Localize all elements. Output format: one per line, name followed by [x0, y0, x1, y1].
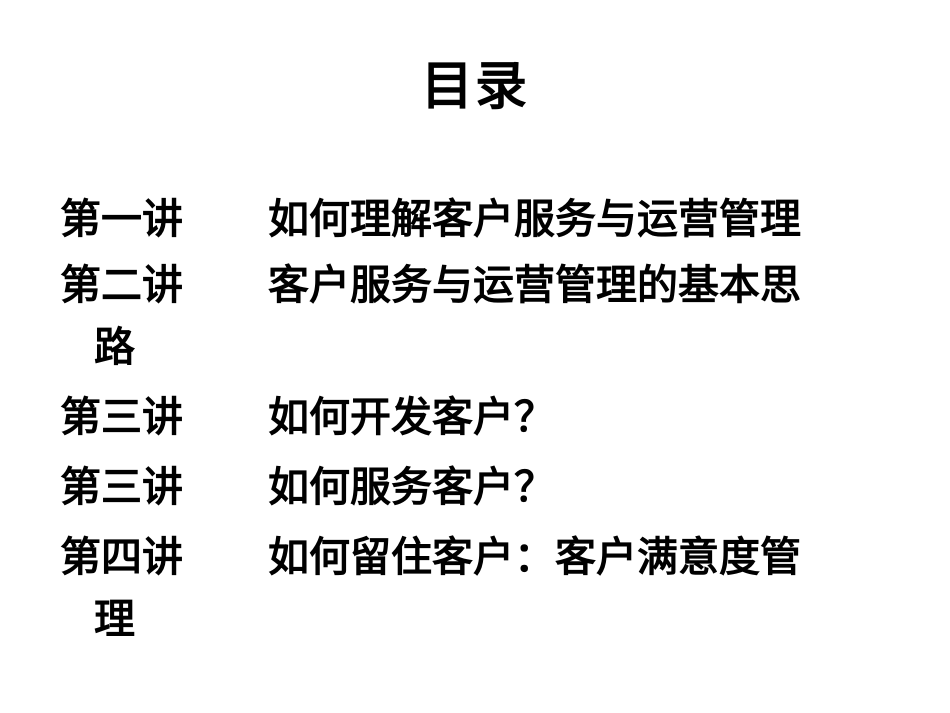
toc-item-3: 第三讲 如何开发客户？: [60, 386, 930, 448]
lecture-title: 如何服务客户？: [268, 463, 555, 511]
toc-item-line: 第二讲 客户服务与运营管理的基本思: [60, 254, 930, 316]
toc-item-line: 第一讲 如何理解客户服务与运营管理: [60, 188, 930, 250]
toc-item-2: 第二讲 客户服务与运营管理的基本思 路: [60, 254, 930, 378]
lecture-label: 第三讲: [60, 463, 183, 511]
toc-item-line: 第三讲 如何服务客户？: [60, 456, 930, 518]
lecture-title: 如何开发客户？: [268, 393, 555, 441]
lecture-title: 客户服务与运营管理的基本思: [268, 261, 801, 309]
lecture-title-continuation: 理: [94, 595, 135, 643]
lecture-label: 第一讲: [60, 195, 183, 243]
lecture-label: 第二讲: [60, 261, 183, 309]
lecture-title: 如何留住客户：客户满意度管: [268, 533, 801, 581]
toc-item-1: 第一讲 如何理解客户服务与运营管理: [60, 188, 930, 250]
toc-item-4: 第三讲 如何服务客户？: [60, 456, 930, 518]
toc-item-line: 第三讲 如何开发客户？: [60, 386, 930, 448]
lecture-title-continuation: 路: [94, 323, 135, 371]
page-title: 目录: [420, 57, 529, 117]
table-of-contents: 第一讲如何理解客户服务与运营管理 第二讲客户服务与运营管理的基本思 路 第三讲如…: [60, 188, 930, 650]
lecture-label: 第四讲: [60, 533, 183, 581]
lecture-title: 如何理解客户服务与运营管理: [268, 195, 801, 243]
toc-item-line: 第四讲 如何留住客户：客户满意度管: [60, 526, 930, 588]
toc-item-5: 第四讲 如何留住客户：客户满意度管 理: [60, 526, 930, 650]
lecture-label: 第三讲: [60, 393, 183, 441]
